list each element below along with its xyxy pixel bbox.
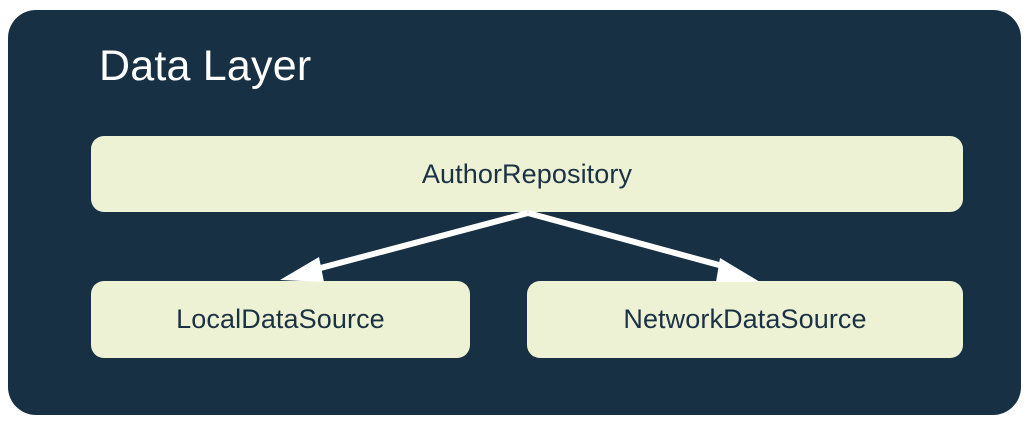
node-network-data-source[interactable]: NetworkDataSource — [527, 281, 963, 358]
arrow-right-shaft — [527, 210, 731, 271]
node-author-repository-label: AuthorRepository — [421, 158, 633, 189]
node-local-data-source-label: LocalDataSource — [176, 304, 385, 334]
arrow-repository-to-network-data-source — [527, 210, 760, 282]
node-author-repository[interactable]: AuthorRepository — [91, 136, 963, 212]
arrow-repository-to-local-data-source — [280, 210, 529, 282]
layer-title: Data Layer — [99, 42, 312, 90]
arrow-left-shaft — [312, 210, 529, 273]
node-local-data-source[interactable]: LocalDataSource — [91, 281, 470, 358]
node-network-data-source-label: NetworkDataSource — [623, 304, 867, 334]
arrow-right-head — [716, 258, 760, 282]
data-layer-container: Data Layer AuthorRepository LocalDataSou… — [8, 10, 1021, 415]
arrow-left-head — [280, 257, 324, 282]
